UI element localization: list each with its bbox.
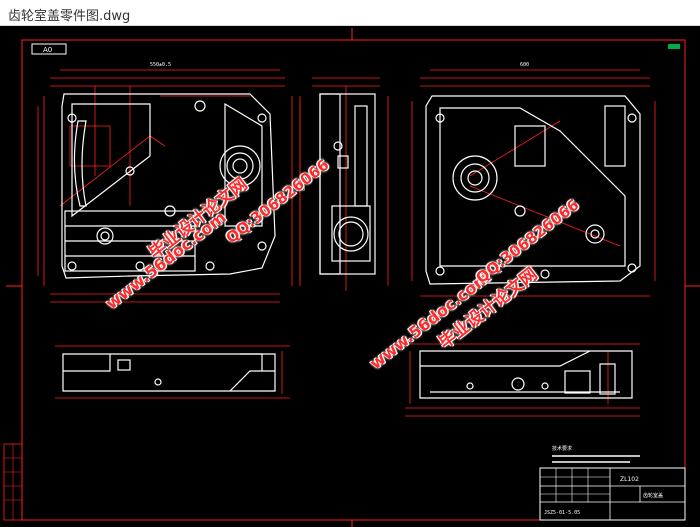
title-block-part-name: 齿轮室盖 [643, 492, 663, 499]
section-view-right [405, 343, 640, 417]
drawing-frame [21, 39, 686, 521]
window-title: 齿轮室盖零件图.dwg [8, 9, 131, 24]
dimension-label-height: 240 [296, 187, 305, 193]
layout-tag-box [31, 43, 67, 55]
technical-notes: 技术要求 [552, 445, 640, 463]
section-view-left [55, 345, 290, 399]
title-block-drawing-no: JSZ5-01-5.05 [544, 510, 580, 516]
side-view [299, 77, 389, 291]
dimension-label-width: 550±0.5 [150, 62, 171, 68]
notes-heading: 技术要求 [552, 445, 572, 452]
rear-view [411, 69, 656, 297]
layout-tag: A0 [43, 46, 52, 54]
window-titlebar: 齿轮室盖零件图.dwg [0, 0, 700, 26]
title-block-material: ZL102 [620, 476, 639, 483]
revision-strip [3, 443, 23, 521]
title-block: ZL102 齿轮室盖 JSZ5-01-5.05 [539, 467, 686, 521]
cad-viewport[interactable]: A0 [0, 26, 700, 527]
stamp-mark [668, 44, 680, 49]
dimension-label-rear: 600 [520, 62, 529, 68]
cad-drawing: A0 [3, 28, 700, 527]
